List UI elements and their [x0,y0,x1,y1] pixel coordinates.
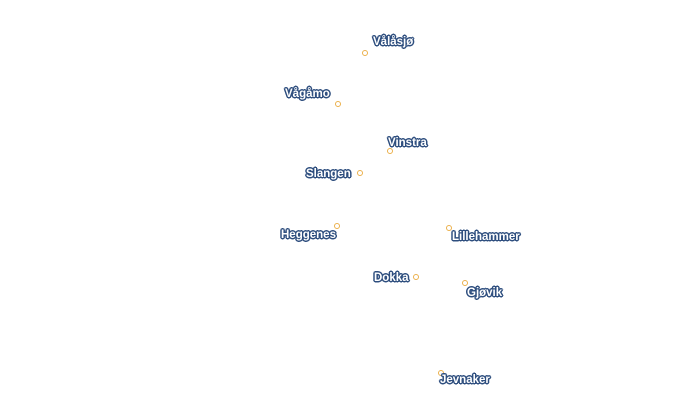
circle-marker-icon[interactable] [335,101,341,107]
place-label-vinstra: Vinstra [388,137,427,149]
circle-marker-icon[interactable] [462,280,468,286]
circle-marker-icon[interactable] [446,225,452,231]
circle-marker-icon[interactable] [362,50,368,56]
circle-marker-icon[interactable] [387,148,393,154]
circle-marker-icon[interactable] [334,223,340,229]
place-label-dokka: Dokka [374,272,409,284]
place-label-valasjo: Vålåsjø [373,36,414,48]
place-label-heggenes: Heggenes [281,229,336,241]
place-label-vagamo: Vågåmo [285,88,330,100]
circle-marker-icon[interactable] [357,170,363,176]
place-label-lillehammer: Lillehammer [452,231,520,243]
circle-marker-icon[interactable] [438,370,444,376]
circle-marker-icon[interactable] [413,274,419,280]
place-label-gjovik: Gjøvik [467,287,503,299]
place-label-jevnaker: Jevnaker [440,374,490,386]
place-label-slangen: Slangen [306,168,351,180]
